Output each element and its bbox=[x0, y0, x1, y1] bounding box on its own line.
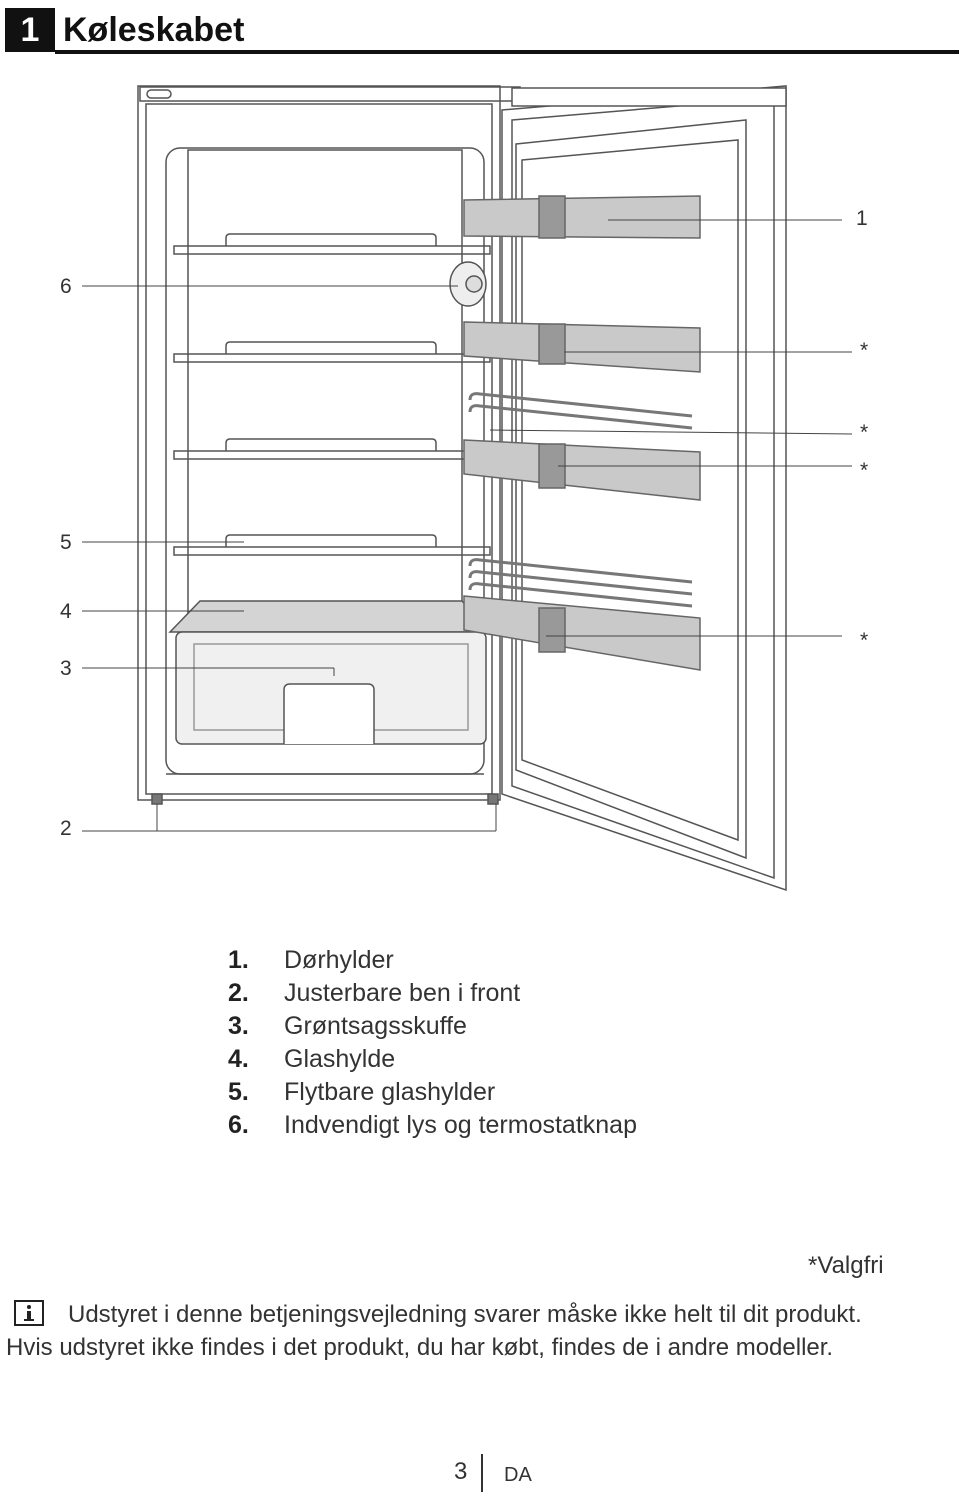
section-header: 1 Køleskabet bbox=[5, 8, 959, 54]
page-title: Køleskabet bbox=[63, 11, 245, 49]
legend-item: 2. Justerbare ben i front bbox=[228, 977, 637, 1010]
legend-item: 4. Glashylde bbox=[228, 1043, 637, 1076]
legend-number: 5. bbox=[228, 1078, 249, 1106]
legend-text: Flytbare glashylder bbox=[284, 1078, 496, 1106]
note-line-1: Udstyret i denne betjeningsvejledning sv… bbox=[68, 1301, 862, 1328]
legend-text: Grøntsagsskuffe bbox=[284, 1012, 467, 1040]
fridge-illustration bbox=[82, 85, 853, 892]
callout-3: 3 bbox=[60, 657, 72, 680]
parts-legend: 1. Dørhylder 2. Justerbare ben i front 3. G… bbox=[228, 944, 637, 1142]
callout-optional-4: * bbox=[860, 629, 869, 652]
legend-text: Indvendigt lys og termostatknap bbox=[284, 1111, 637, 1139]
legend-text: Dørhylder bbox=[284, 946, 394, 974]
page-footer: 3 DA bbox=[454, 1454, 574, 1494]
thermostat-light bbox=[449, 261, 487, 307]
door-shelves bbox=[463, 195, 701, 671]
callout-6: 6 bbox=[60, 275, 72, 298]
optional-note: *Valgfri bbox=[808, 1252, 884, 1279]
legend-number: 3. bbox=[228, 1012, 249, 1040]
legend-number: 6. bbox=[228, 1111, 249, 1139]
glass-shelves bbox=[173, 233, 491, 556]
callout-2: 2 bbox=[60, 817, 72, 840]
callout-1: 1 bbox=[856, 207, 868, 230]
language-code: DA bbox=[504, 1464, 532, 1486]
door-rails bbox=[468, 392, 693, 608]
header-rule bbox=[55, 50, 959, 54]
legend-number: 1. bbox=[228, 946, 249, 974]
footer-divider bbox=[481, 1454, 483, 1492]
crisper-glass-shelf bbox=[168, 600, 492, 633]
legend-item: 6. Indvendigt lys og termostatknap bbox=[228, 1109, 637, 1142]
legend-item: 1. Dørhylder bbox=[228, 944, 637, 977]
info-icon bbox=[14, 1300, 44, 1326]
legend-number: 2. bbox=[228, 979, 249, 1007]
note-line-2: Hvis udstyret ikke findes i det produkt,… bbox=[6, 1334, 834, 1361]
section-number: 1 bbox=[5, 8, 55, 52]
callout-optional-1: * bbox=[860, 339, 869, 362]
front-foot-right bbox=[487, 793, 499, 805]
callout-optional-2: * bbox=[860, 421, 869, 444]
crisper-drawer bbox=[175, 631, 487, 745]
legend-text: Justerbare ben i front bbox=[284, 979, 521, 1007]
page-number: 3 bbox=[454, 1458, 468, 1485]
legend-text: Glashylde bbox=[284, 1045, 396, 1073]
leader-lines bbox=[82, 219, 853, 832]
callout-5: 5 bbox=[60, 531, 72, 554]
legend-item: 5. Flytbare glashylder bbox=[228, 1076, 637, 1109]
legend-item: 3. Grøntsagsskuffe bbox=[228, 1010, 637, 1043]
front-foot-left bbox=[151, 793, 163, 805]
fridge-diagram: 6 5 4 3 2 1 * * * * bbox=[0, 70, 960, 910]
door bbox=[501, 85, 787, 892]
legend-number: 4. bbox=[228, 1045, 249, 1073]
callout-4: 4 bbox=[60, 600, 72, 623]
callout-optional-3: * bbox=[860, 459, 869, 482]
